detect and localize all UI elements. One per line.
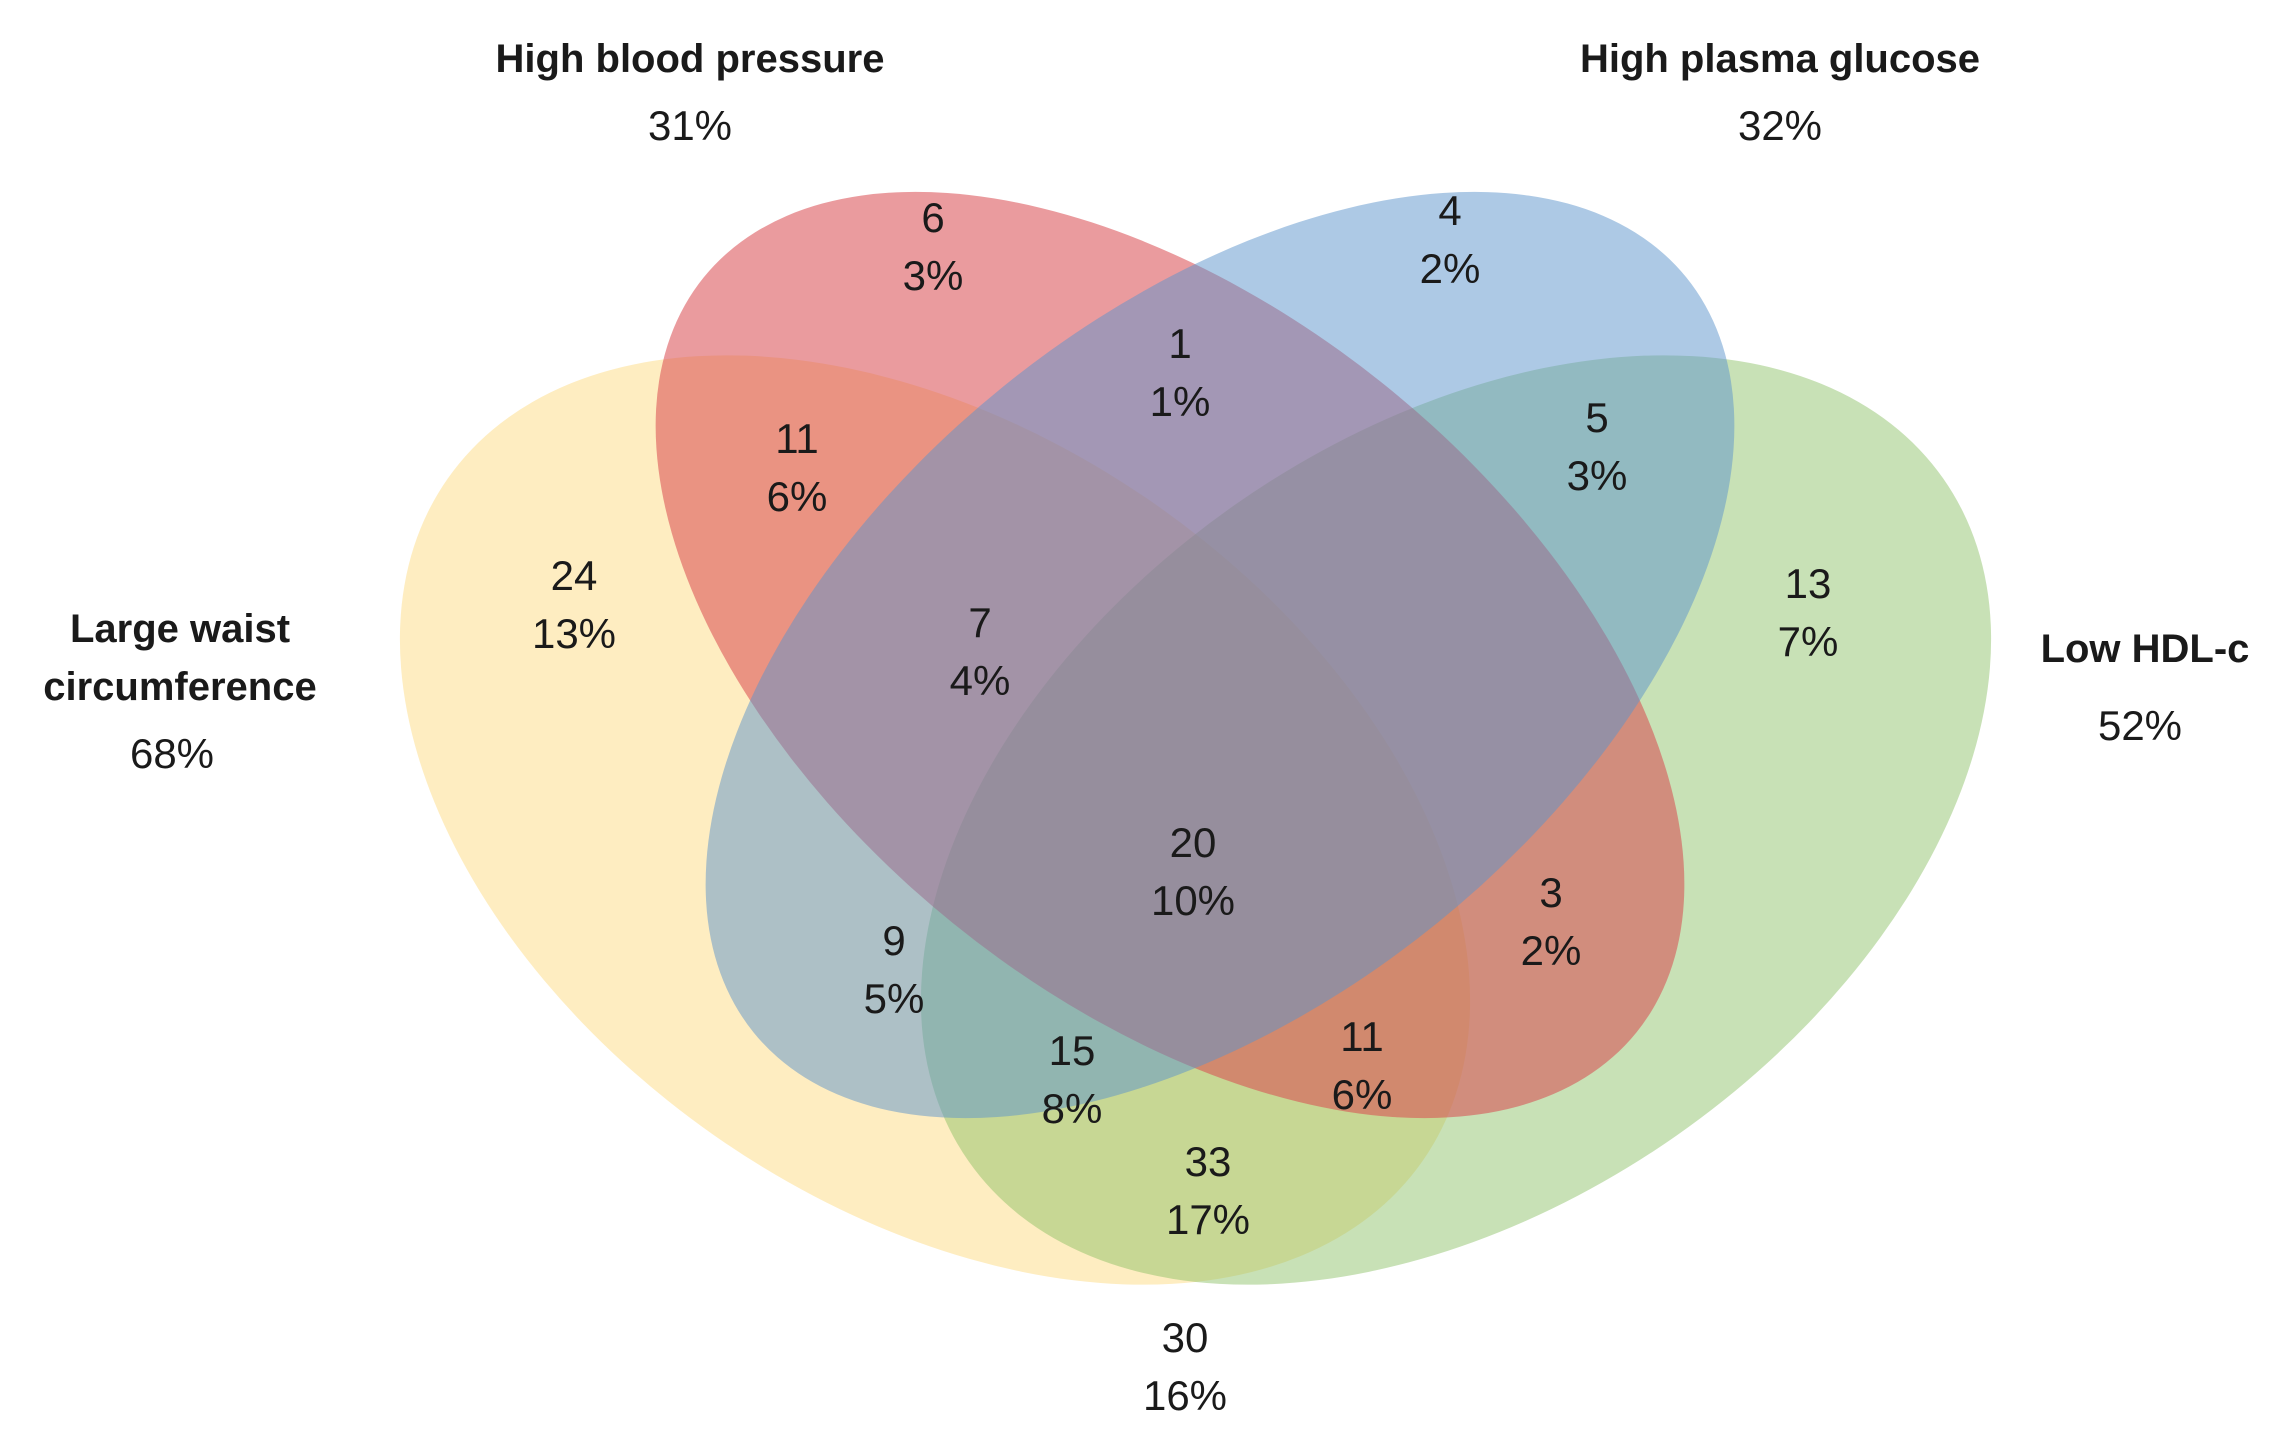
region-count-waist-glucose: 9 [882,917,905,964]
region-percent-bp-only: 3% [903,252,964,299]
set-label-high-plasma-glucose: High plasma glucose [1580,37,1980,81]
set-percent-large-waist-circumference: 68% [130,730,214,777]
region-percent-waist-glucose-hdl: 8% [1042,1085,1103,1132]
region-count-all-four: 20 [1170,819,1217,866]
set-label-high-blood-pressure: High blood pressure [496,37,885,81]
region-percent-bp-glucose-hdl: 2% [1521,927,1582,974]
ellipse-high-plasma-glucose [705,191,1735,1119]
region-percent-all-four: 10% [1151,877,1235,924]
region-count-waist-glucose-hdl: 15 [1049,1027,1096,1074]
region-count-waist-bp-hdl: 11 [1340,1013,1384,1060]
region-labels: 6 3% 4 2% 1 1% 11 6% 5 3% 24 13% 13 7% 7… [532,187,1838,1419]
region-count-waist-bp: 11 [775,415,819,462]
region-count-waist-only: 24 [551,552,598,599]
region-count-hdl-only: 13 [1785,560,1832,607]
region-percent-waist-glucose: 5% [864,975,925,1022]
region-count-bp-glucose: 1 [1168,320,1191,367]
region-percent-waist-hdl: 17% [1166,1196,1250,1243]
set-label-low-hdl-c: Low HDL-c [2041,627,2250,671]
region-percent-waist-bp-hdl: 6% [1332,1071,1393,1118]
set-ellipses [399,191,1992,1285]
region-count-waist-hdl: 33 [1185,1138,1232,1185]
region-count-none: 30 [1162,1314,1209,1361]
region-count-glucose-hdl: 5 [1585,394,1608,441]
region-percent-hdl-only: 7% [1778,618,1839,665]
set-percent-high-plasma-glucose: 32% [1738,102,1822,149]
region-percent-glucose-hdl: 3% [1567,452,1628,499]
set-labels: High blood pressure 31% High plasma gluc… [43,37,2249,777]
region-percent-glucose-only: 2% [1420,245,1481,292]
set-label-large-waist-line-2: circumference [43,665,316,709]
region-count-bp-glucose-hdl: 3 [1539,869,1562,916]
region-percent-none: 16% [1143,1372,1227,1419]
region-percent-bp-glucose: 1% [1150,378,1211,425]
region-percent-waist-only: 13% [532,610,616,657]
set-label-large-waist-line-1: Large waist [70,607,290,651]
set-percent-low-hdl-c: 52% [2098,702,2182,749]
region-count-waist-bp-glucose: 7 [968,599,991,646]
region-percent-waist-bp: 6% [767,473,828,520]
region-count-bp-only: 6 [921,194,944,241]
region-percent-waist-bp-glucose: 4% [950,657,1011,704]
set-percent-high-blood-pressure: 31% [648,102,732,149]
region-count-glucose-only: 4 [1438,187,1461,234]
